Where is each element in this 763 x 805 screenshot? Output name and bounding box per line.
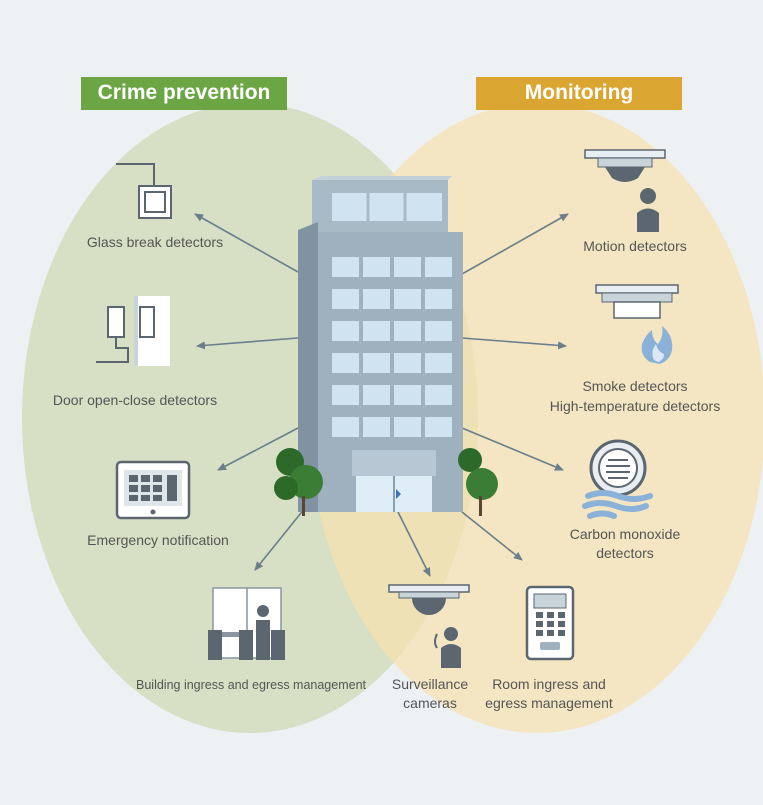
arrow-room-ingress: [461, 511, 523, 561]
crime-prevention-header: Crime prevention: [97, 81, 271, 104]
building-ingress-label: Building ingress and egress management: [136, 678, 366, 692]
arrow-emergency: [217, 427, 299, 471]
arrow-motion: [461, 213, 569, 275]
arrow-surveillance: [397, 511, 431, 577]
smoke-detector-label-line1: Smoke detectors: [582, 378, 688, 394]
building-icon: [274, 176, 498, 516]
arrow-glass-break: [194, 213, 299, 273]
building-gate-icon: [208, 587, 285, 660]
monitoring-header: Monitoring: [524, 81, 634, 104]
co-detector-icon: [582, 439, 653, 519]
room-ingress-label-line2: egress management: [485, 695, 613, 711]
motion-detector-icon: [584, 149, 666, 232]
emergency-notification-label: Emergency notification: [87, 532, 229, 548]
smoke-detector-label-line2: High-temperature detectors: [549, 398, 721, 414]
room-ingress-label-line1: Room ingress and: [492, 676, 606, 692]
co-detector-label-line1: Carbon monoxide: [569, 526, 681, 542]
monitoring-header-box: [476, 77, 682, 110]
door-detector-icon: [96, 296, 170, 366]
surveillance-label-line2: cameras: [403, 695, 457, 711]
crime-prevention-header-box: [81, 77, 287, 110]
arrow-co: [461, 427, 564, 471]
smoke-detector-icon: [595, 284, 679, 364]
surveillance-label-line1: Surveillance: [391, 676, 469, 692]
arrow-door: [196, 337, 299, 350]
glass-break-detector-icon: [116, 163, 172, 219]
room-keypad-icon: [525, 585, 575, 661]
arrow-smoke: [461, 337, 567, 350]
surveillance-camera-icon: [388, 584, 470, 668]
glass-break-label: Glass break detectors: [86, 234, 224, 250]
co-detector-label-line2: detectors: [596, 545, 654, 561]
arrow-building-ingress: [254, 507, 306, 571]
door-detector-label: Door open-close detectors: [52, 392, 218, 408]
emergency-panel-icon: [115, 460, 191, 520]
arrows: [194, 213, 569, 577]
motion-detector-label: Motion detectors: [583, 238, 687, 254]
